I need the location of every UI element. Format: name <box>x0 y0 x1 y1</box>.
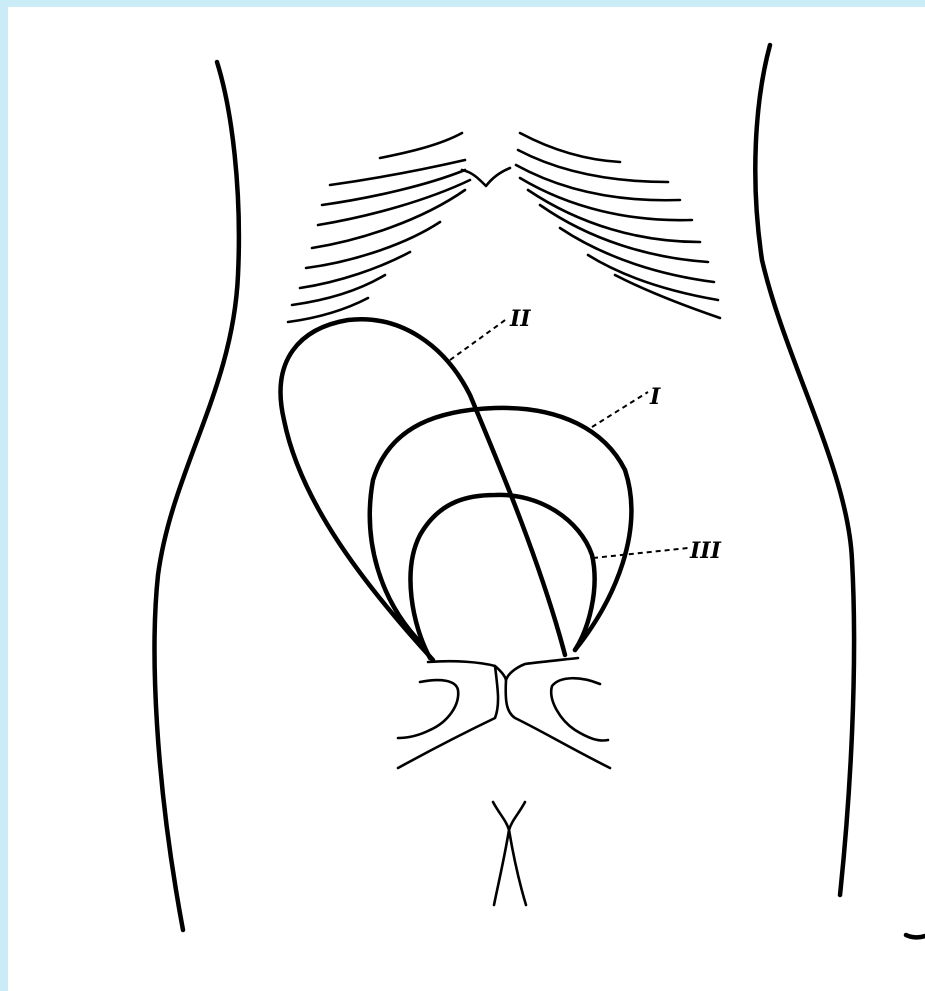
label-i: I <box>649 384 661 410</box>
curve-iii <box>411 495 595 658</box>
edge-mark <box>906 935 925 937</box>
torso-right-side <box>755 45 854 895</box>
obturator-right <box>551 678 608 740</box>
leader-line-i <box>592 392 648 427</box>
labia-left <box>493 802 509 905</box>
leader-line-ii <box>450 318 508 360</box>
pelvis-outline <box>398 658 610 768</box>
rib-left <box>312 190 465 248</box>
rib-cage <box>288 133 720 322</box>
pubis-right <box>506 680 610 768</box>
labia-right <box>509 802 526 905</box>
torso-outline <box>155 45 925 937</box>
torso-left-side <box>155 62 239 930</box>
rib-left <box>380 133 462 158</box>
label-iii: III <box>689 538 722 564</box>
xiphoid-notch <box>462 168 510 186</box>
rib-left <box>330 160 465 185</box>
label-ii: II <box>509 306 531 332</box>
symphysis-top <box>428 658 578 680</box>
obturator-left <box>398 680 458 738</box>
leader-line-iii <box>593 548 688 558</box>
curve-ii <box>281 319 565 660</box>
genital-outline <box>493 802 526 905</box>
